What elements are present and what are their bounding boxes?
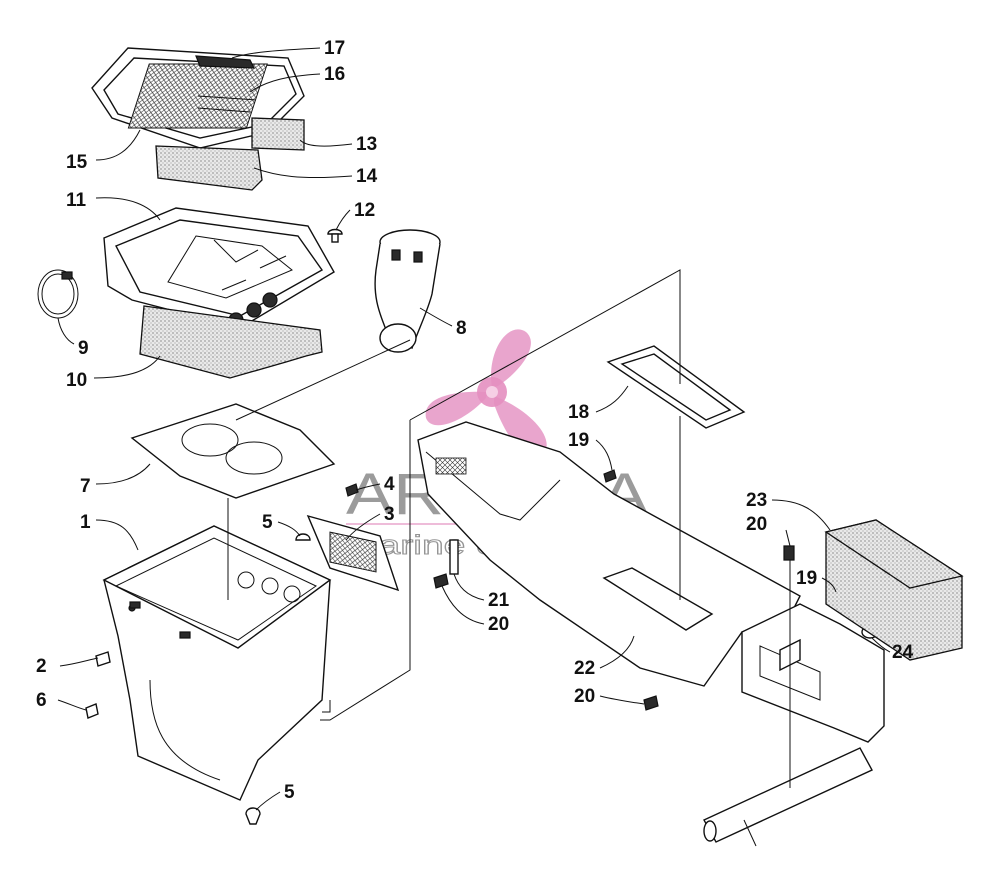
- callout-13: 13: [356, 134, 377, 155]
- foam-pad-14: [155, 145, 263, 191]
- callout-20-lower: 20: [574, 686, 595, 707]
- nut-6: [85, 703, 99, 719]
- callout-20-mid: 20: [488, 614, 509, 635]
- callout-19: 19: [568, 430, 589, 451]
- callout-1: 1: [80, 512, 91, 533]
- callout-4: 4: [384, 474, 395, 495]
- callout-labels: 17 16 13 15 14 11 12 9 8 10 18 19 7 4 23…: [36, 38, 914, 803]
- duct-frame-18: [606, 345, 746, 429]
- nut-19-upper: [603, 469, 617, 483]
- end-housing: [741, 603, 885, 743]
- screw-20-left: [433, 573, 449, 589]
- plug-5-upper: [295, 533, 311, 541]
- callout-22: 22: [574, 658, 595, 679]
- side-flange-3: [306, 514, 400, 592]
- callout-16: 16: [324, 64, 345, 85]
- callout-5: 5: [262, 512, 273, 533]
- callout-18: 18: [568, 402, 589, 423]
- foam-pad-10: [139, 305, 323, 379]
- airbox-housing-1: [102, 525, 332, 801]
- callout-8: 8: [456, 318, 467, 339]
- callout-7: 7: [80, 476, 91, 497]
- foam-block-23: [824, 519, 964, 661]
- foam-pad-13: [251, 117, 305, 151]
- callout-5-lower: 5: [284, 782, 295, 803]
- screw-2: [95, 651, 111, 667]
- callout-23: 23: [746, 490, 767, 511]
- airbox-tray: [103, 207, 335, 329]
- plug-12: [327, 228, 343, 243]
- callout-14: 14: [356, 166, 378, 187]
- propeller-logo-icon: [425, 329, 547, 459]
- callout-20: 20: [746, 514, 767, 535]
- callout-6: 6: [36, 690, 47, 711]
- gasket-plate-7: [130, 403, 336, 499]
- bottom-tube: [703, 747, 873, 847]
- screw-20-right: [783, 545, 795, 561]
- connector-lines: [227, 269, 791, 788]
- callout-15: 15: [66, 152, 88, 173]
- plug-5-lower: [245, 807, 261, 825]
- screw-4: [345, 483, 359, 497]
- callout-2: 2: [36, 656, 47, 677]
- callout-9: 9: [78, 338, 89, 359]
- intake-duct-8: [374, 229, 441, 353]
- callout-21: 21: [488, 590, 510, 611]
- callout-12: 12: [354, 200, 375, 221]
- callout-24: 24: [892, 642, 914, 663]
- callout-11: 11: [66, 190, 87, 211]
- callout-leaders: [57, 47, 891, 811]
- screw-20-lower: [643, 695, 659, 711]
- callout-3: 3: [384, 504, 395, 525]
- callout-10: 10: [66, 370, 87, 391]
- clamp-ring-9: [37, 269, 79, 319]
- clip-21: [449, 539, 459, 575]
- callout-17: 17: [324, 38, 345, 59]
- airbox-lid: [91, 47, 305, 149]
- callout-19-right: 19: [796, 568, 817, 589]
